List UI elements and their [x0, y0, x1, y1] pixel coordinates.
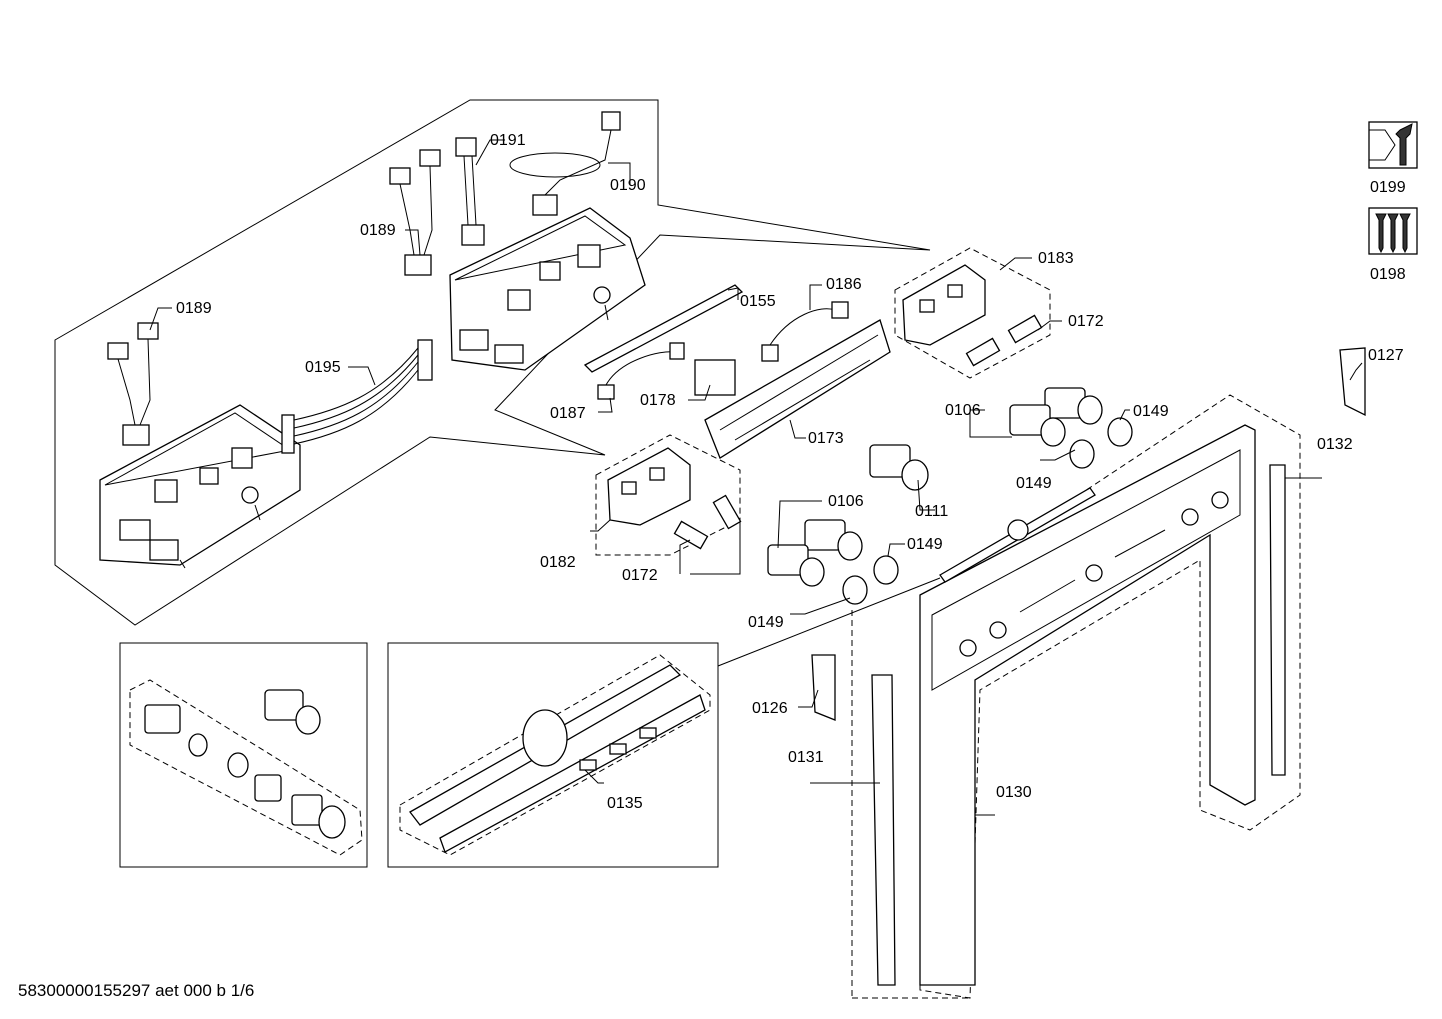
bracket-0126	[811, 654, 836, 721]
label-0189-upper: 0189	[360, 222, 396, 239]
screws-icon	[1368, 207, 1418, 255]
connector-cable-0189-upper	[389, 149, 441, 276]
label-0183: 0183	[1038, 250, 1074, 267]
knob-0106-lower-b	[767, 544, 825, 587]
electronics-group	[583, 284, 891, 459]
label-0189-lower: 0189	[176, 300, 212, 317]
label-0190: 0190	[610, 177, 646, 194]
label-0135: 0135	[607, 795, 643, 812]
label-0149-c: 0149	[907, 536, 943, 553]
control-block-right	[449, 207, 646, 371]
trim-0132	[1269, 464, 1286, 776]
label-0106-lower: 0106	[828, 493, 864, 510]
document-footer: 58300000155297 aet 000 b 1/6	[18, 981, 255, 1000]
switch-block-0183	[894, 247, 1051, 379]
button-strip-detail-box	[387, 642, 719, 868]
knob-0111	[869, 444, 929, 491]
trim-0131	[871, 674, 896, 986]
label-0187: 0187	[550, 405, 586, 422]
wiring-group-panel	[54, 99, 931, 626]
label-0106-upper: 0106	[945, 402, 981, 419]
label-0127: 0127	[1368, 347, 1404, 364]
label-0172-upper: 0172	[1068, 313, 1104, 330]
bracket-0127	[1339, 347, 1366, 417]
knob-assemblies	[767, 387, 1133, 605]
connector-0178	[694, 359, 736, 396]
connector-cable-0189-lower	[107, 322, 159, 446]
label-0182: 0182	[540, 554, 576, 571]
leader-lines	[149, 139, 1363, 999]
label-0173: 0173	[808, 430, 844, 447]
cable-0191	[455, 137, 485, 246]
front-frame-0130	[919, 394, 1301, 999]
label-0198: 0198	[1370, 266, 1406, 283]
module-0173	[704, 319, 891, 459]
control-block-left	[99, 404, 301, 569]
ribbon-cable-0195	[281, 339, 433, 454]
label-0131: 0131	[788, 749, 824, 766]
wrench-tools-icon	[1368, 121, 1418, 169]
label-0149-a: 0149	[1133, 403, 1169, 420]
label-0191: 0191	[490, 132, 526, 149]
label-0132: 0132	[1317, 436, 1353, 453]
label-0172-lower: 0172	[622, 567, 658, 584]
label-0126: 0126	[752, 700, 788, 717]
label-0149-b: 0149	[1016, 475, 1052, 492]
label-0155: 0155	[740, 293, 776, 310]
label-0178: 0178	[640, 392, 676, 409]
rail-0155	[583, 284, 744, 373]
label-0130: 0130	[996, 784, 1032, 801]
label-0195: 0195	[305, 359, 341, 376]
knob-0106-lower-a	[804, 519, 863, 561]
label-0199: 0199	[1370, 179, 1406, 196]
label-0149-d: 0149	[748, 614, 784, 631]
knob-detail-box	[119, 642, 368, 868]
label-0111: 0111	[915, 503, 948, 520]
cable-0190	[509, 111, 621, 216]
label-0186: 0186	[826, 276, 862, 293]
knob-0106-upper-a	[1044, 387, 1103, 425]
knob-0106-upper-b	[1009, 404, 1066, 447]
